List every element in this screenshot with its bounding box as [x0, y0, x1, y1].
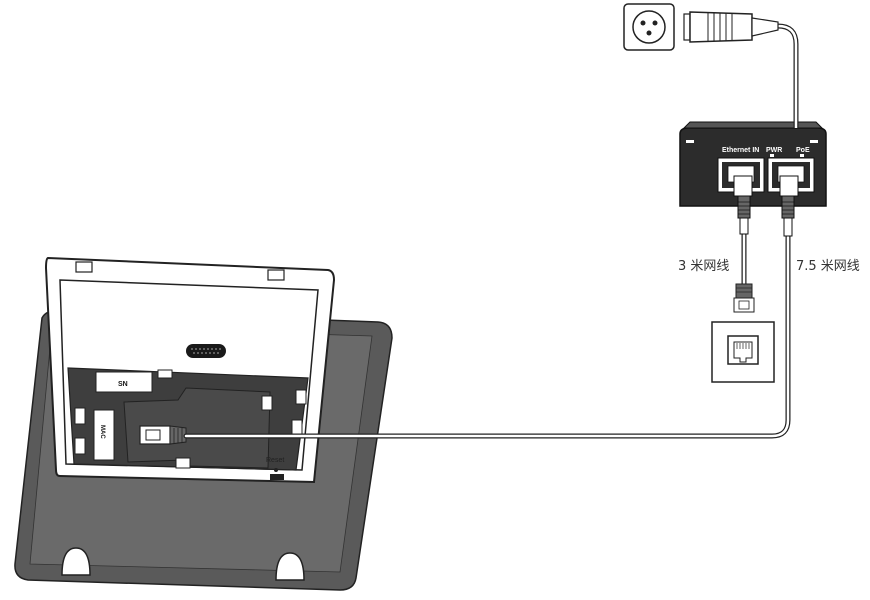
port-top-slot	[157, 369, 173, 379]
power-outlet	[623, 3, 675, 51]
device-foot-left	[61, 547, 91, 576]
reset-button[interactable]	[274, 468, 278, 472]
sn-label: SN	[118, 381, 128, 388]
mac-label: MAC	[99, 425, 105, 439]
kickstand-tab-left	[75, 261, 93, 273]
port-top-slot-2	[295, 389, 307, 405]
desk-device: SN MAC Reset	[14, 256, 393, 591]
port-label-poe: PoE	[796, 147, 810, 154]
kickstand-tab-right	[267, 269, 285, 281]
plug-ethernet-in	[733, 175, 753, 235]
port-label-pwr: PWR	[766, 147, 782, 154]
power-cord-core	[777, 24, 798, 128]
mac-sticker	[93, 409, 115, 461]
port-right-slot	[291, 419, 303, 435]
device-foot-right	[275, 552, 305, 581]
port-left-slot	[74, 407, 86, 425]
poe-injector: Ethernet IN PWR PoE	[679, 121, 827, 237]
port-left-slot-2	[74, 437, 86, 455]
cable-3m-label: 3 米网线	[678, 259, 730, 274]
device-rj45-plug	[139, 425, 187, 445]
power-plug	[683, 11, 779, 43]
port-notch-small	[175, 457, 191, 469]
injector-top-lip	[682, 121, 824, 129]
led-pwr	[770, 154, 774, 157]
speaker-grill	[186, 344, 226, 358]
led-poe	[800, 154, 804, 157]
cable-7-5m-label: 7.5 米网线	[796, 259, 860, 274]
wall-network-jack	[711, 321, 775, 383]
power-cord	[777, 23, 799, 128]
reset-slot	[270, 474, 284, 480]
cable-3m	[733, 234, 755, 313]
sn-sticker	[95, 371, 153, 393]
cable-7-5m-core	[184, 234, 790, 438]
port-block	[123, 387, 271, 469]
port-notch-right	[261, 395, 273, 411]
reset-label: Reset	[266, 457, 284, 464]
plug-poe	[779, 175, 799, 237]
port-label-ethernet-in: Ethernet IN	[722, 147, 759, 154]
